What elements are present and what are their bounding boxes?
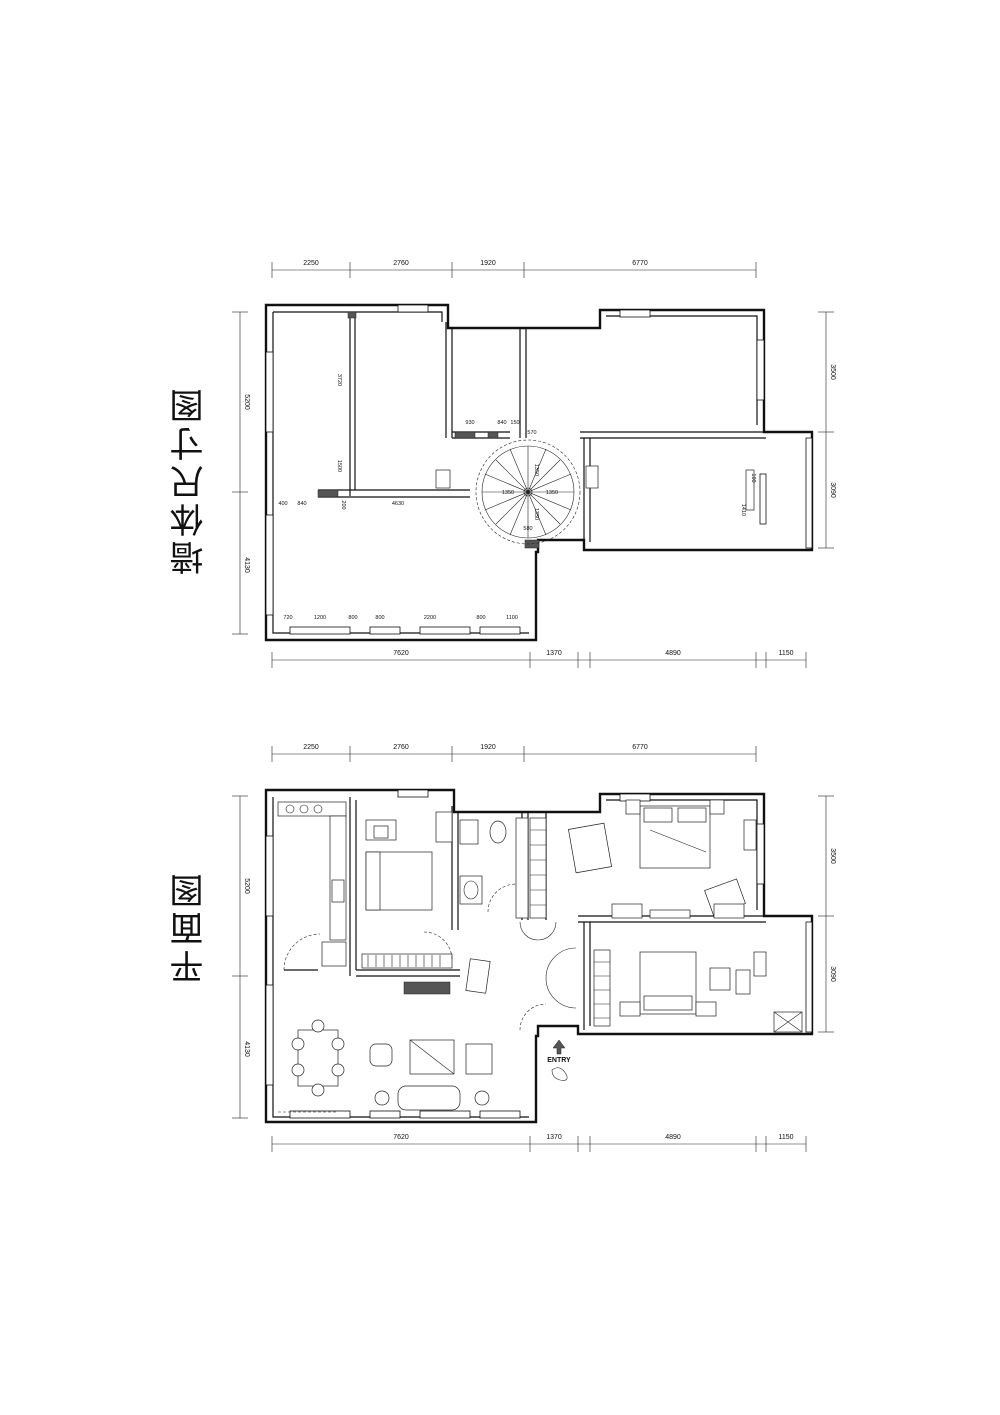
dim-bottom-4: 1150 <box>778 650 793 657</box>
dim-top-1: 2250 <box>303 260 319 267</box>
wall-plan-outer-wall <box>264 303 814 642</box>
label-800-1: 800 <box>348 615 357 621</box>
kitchen <box>277 801 347 971</box>
wall-plan-window-east <box>756 339 765 401</box>
fp-dim-bottom-1: 7620 <box>393 1134 409 1141</box>
label-4630: 4630 <box>392 501 404 507</box>
wall-plan-spiral-stair <box>475 439 581 545</box>
label-1200: 1200 <box>314 615 326 621</box>
dining-table <box>297 1029 339 1087</box>
wall-plan-window-north-1 <box>397 304 429 313</box>
bedroom-1 <box>361 811 453 995</box>
wall-plan: 2250 2760 1920 6770 7620 1370 4890 1150 <box>232 260 836 668</box>
label-1350-s: 1350 <box>533 508 539 520</box>
label-1350-w: 1350 <box>502 490 514 496</box>
dim-right-1: 3500 <box>829 364 836 380</box>
dim-left-1: 5200 <box>243 394 250 410</box>
sofa <box>397 1085 461 1111</box>
living-dining <box>278 1003 547 1113</box>
wall-plan-internal-dims: 3720 1500 400 840 4630 200 930 840 150 5… <box>278 374 756 621</box>
entry-label: ENTRY <box>547 1057 571 1064</box>
bathroom <box>459 819 517 913</box>
fp-dim-bottom-4: 1150 <box>778 1134 793 1141</box>
dim-bottom-2: 1370 <box>546 650 562 657</box>
wall-plan-top-dims: 2250 2760 1920 6770 <box>271 260 757 278</box>
fp-dim-right-2: 3090 <box>829 966 836 982</box>
label-1410: 1410 <box>740 504 746 516</box>
label-800-3: 800 <box>476 615 485 621</box>
label-1350-n: 1350 <box>533 464 539 476</box>
label-840b: 840 <box>497 420 506 426</box>
label-1500: 1500 <box>336 460 342 472</box>
dim-bottom-1: 7620 <box>393 650 409 657</box>
label-720: 720 <box>283 615 292 621</box>
fp-dim-bottom-2: 1370 <box>546 1134 562 1141</box>
fp-dim-top-4: 6770 <box>632 744 648 751</box>
wall-plan-window-north-2 <box>619 309 651 318</box>
fp-dim-bottom-3: 4890 <box>665 1134 681 1141</box>
label-570: 570 <box>527 430 536 436</box>
label-800-2: 800 <box>375 615 384 621</box>
fp-dim-left-2: 4130 <box>243 1041 250 1057</box>
label-150: 150 <box>510 420 519 426</box>
wall-plan-left-dims: 5200 4130 <box>232 311 250 635</box>
wall-plan-right-dims: 3500 3090 <box>818 311 836 549</box>
fp-dim-top-1: 2250 <box>303 744 319 751</box>
label-1100: 1100 <box>506 615 518 621</box>
floor-plan-bottom-dims: 7620 1370 4890 1150 <box>271 1134 807 1152</box>
label-200: 200 <box>340 500 346 509</box>
label-400: 400 <box>278 501 287 507</box>
fp-dim-top-2: 2760 <box>393 744 409 751</box>
dim-top-4: 6770 <box>632 260 648 267</box>
corridor-wardrobes <box>465 817 557 994</box>
wall-plan-window-west-2 <box>265 514 274 616</box>
bedroom-2 <box>545 947 803 1033</box>
floor-plan-left-dims: 5200 4130 <box>232 795 250 1119</box>
fp-dim-top-3: 1920 <box>480 744 496 751</box>
fp-dim-right-1: 3500 <box>829 848 836 864</box>
label-2200: 2200 <box>424 615 436 621</box>
label-840: 840 <box>297 501 306 507</box>
dim-right-2: 3090 <box>829 482 836 498</box>
dim-top-3: 1920 <box>480 260 496 267</box>
label-100: 100 <box>750 473 756 482</box>
label-930: 930 <box>465 420 474 426</box>
wall-plan-window-west-1 <box>265 351 274 433</box>
wall-plan-interior-walls <box>318 312 766 548</box>
wall-plan-balcony-window <box>805 437 813 549</box>
dim-left-2: 4130 <box>243 557 250 573</box>
wall-plan-bottom-dims: 7620 1370 4890 1150 <box>271 650 807 668</box>
floor-plan-top-dims: 2250 2760 1920 6770 <box>271 744 757 762</box>
dim-bottom-3: 4890 <box>665 650 681 657</box>
floor-plan-outer-wall <box>264 788 814 1124</box>
label-580: 580 <box>523 526 532 532</box>
label-3720: 3720 <box>336 374 342 386</box>
master-bedroom <box>568 799 757 919</box>
floor-plan: 2250 2760 1920 6770 7620 1370 4890 1150 <box>232 744 836 1152</box>
fp-dim-left-1: 5200 <box>243 878 250 894</box>
entry-arrow-icon <box>552 1039 566 1055</box>
entry: ENTRY <box>547 1039 571 1081</box>
dim-top-2: 2760 <box>393 260 409 267</box>
label-1350-e: 1350 <box>546 490 558 496</box>
floor-plan-right-dims: 3500 3090 <box>818 795 836 1033</box>
